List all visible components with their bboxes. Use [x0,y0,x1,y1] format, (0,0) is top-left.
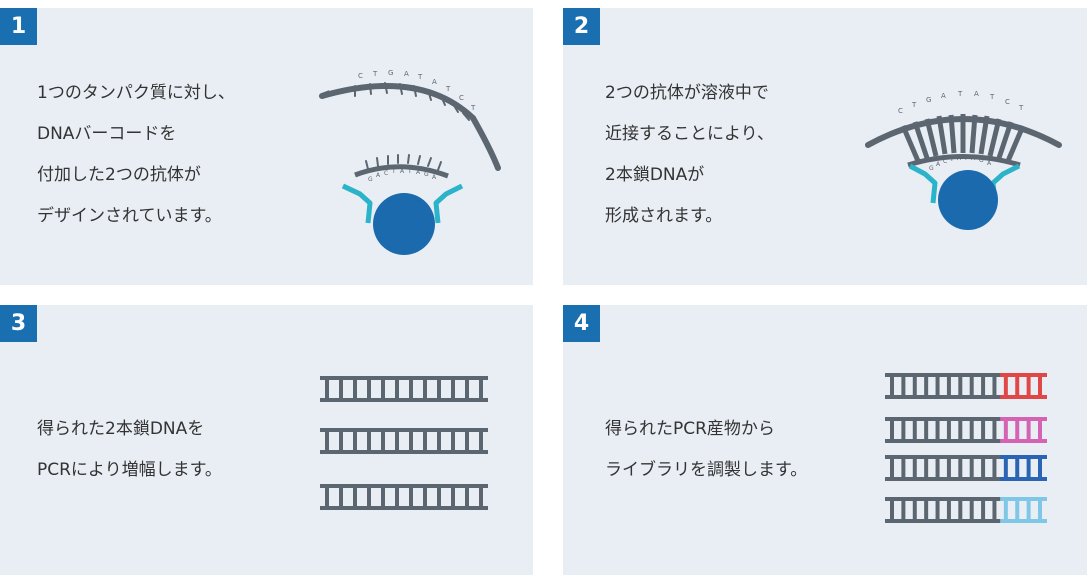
step-description: 得られた2本鎖DNAを PCRにより増幅します。 [37,409,222,491]
svg-text:A: A [987,160,992,167]
inner-sequence-labels: G A C T A T A G A [368,168,437,183]
svg-text:A: A [974,90,979,98]
base-label: C [358,72,363,80]
svg-text:A: A [971,155,976,162]
pcr-amplified-dna [320,376,488,510]
svg-text:T: T [391,168,396,175]
description-line: 付加した2つの抗体が [37,165,201,185]
svg-text:T: T [957,90,963,98]
svg-text:C: C [943,158,947,165]
step-number-badge: 3 [0,305,37,342]
svg-text:A: A [936,161,941,168]
svg-text:T: T [372,70,378,78]
svg-text:T: T [417,73,423,81]
svg-text:C: C [384,170,388,177]
description-line: 近接することにより、 [605,124,774,144]
description-line: 2つの抗体が溶液中で [605,83,769,103]
sequencing-library [885,373,1047,523]
svg-text:A: A [957,155,962,162]
svg-text:T: T [949,156,954,163]
svg-text:T: T [445,85,451,93]
step-number-badge: 4 [563,305,600,342]
svg-text:A: A [416,169,421,176]
svg-text:G: G [424,171,429,178]
svg-text:A: A [432,174,437,181]
step-number-badge: 2 [563,8,600,45]
svg-text:A: A [941,92,946,100]
svg-text:G: G [979,157,984,164]
outer-sequence-labels: C T G A T A T C T [358,69,476,112]
svg-text:G: G [368,176,373,183]
outer-base-ticks [354,82,470,121]
inner-dna-strand [907,154,1021,168]
svg-text:G: G [388,69,393,77]
outer-dna-strand [319,83,501,171]
description-line: PCRにより増幅します。 [37,460,222,480]
svg-text:A: A [404,70,409,78]
svg-text:T: T [470,104,476,112]
step-2-panel: 2 2つの抗体が溶液中で 近接することにより、 2本鎖DNAが 形成されます。 … [563,8,1087,285]
description-line: ライブラリを調製します。 [605,460,808,480]
step-number-badge: 1 [0,8,37,45]
description-line: 1つのタンパク質に対し、 [37,83,235,103]
target-protein [938,170,998,230]
inner-base-ticks [365,154,442,171]
target-protein [373,193,435,255]
step-description: 1つのタンパク質に対し、 DNAバーコードを 付加した2つの抗体が デザインされ… [37,73,235,237]
svg-text:T: T [1018,104,1024,112]
svg-text:A: A [400,168,405,175]
svg-text:A: A [376,172,381,179]
svg-text:T: T [963,155,968,162]
svg-text:C: C [459,94,464,102]
svg-text:C: C [1005,98,1010,106]
step-description: 得られたPCR産物から ライブラリを調製します。 [605,409,807,491]
description-line: 得られた2本鎖DNAを [37,419,205,439]
svg-text:G: G [926,96,931,104]
svg-text:T: T [911,101,917,109]
antibody-right [433,183,464,224]
svg-text:T: T [989,93,995,101]
step-1-panel: 1 1つのタンパク質に対し、 DNAバーコードを 付加した2つの抗体が デザイン… [0,8,533,285]
double-strand-formation-illustration: C T G A T A T C T G A C T A T A G A [865,90,1062,230]
outer-sequence-labels: C T G A T A T C T [898,90,1024,115]
description-line: DNAバーコードを [37,124,177,144]
description-line: 2本鎖DNAが [605,165,705,185]
antibody-left [908,163,938,204]
step-4-panel: 4 得られたPCR産物から ライブラリを調製します。 [563,305,1087,575]
svg-text:C: C [898,107,903,115]
inner-sequence-labels: G A C T A T A G A [929,155,992,172]
antibody-barcode-illustration: C T G A T A T C T G A C T A T [319,69,501,255]
description-line: 形成されます。 [605,206,723,226]
svg-text:T: T [407,168,412,175]
svg-text:G: G [929,165,934,172]
inner-dna-strand [354,164,449,179]
svg-text:A: A [432,78,437,86]
step-3-panel: 3 得られた2本鎖DNAを PCRにより増幅します。 [0,305,533,575]
step-description: 2つの抗体が溶液中で 近接することにより、 2本鎖DNAが 形成されます。 [605,73,774,237]
base-pair-rungs [900,114,1026,162]
description-line: デザインされています。 [37,206,222,226]
description-line: 得られたPCR産物から [605,419,775,439]
